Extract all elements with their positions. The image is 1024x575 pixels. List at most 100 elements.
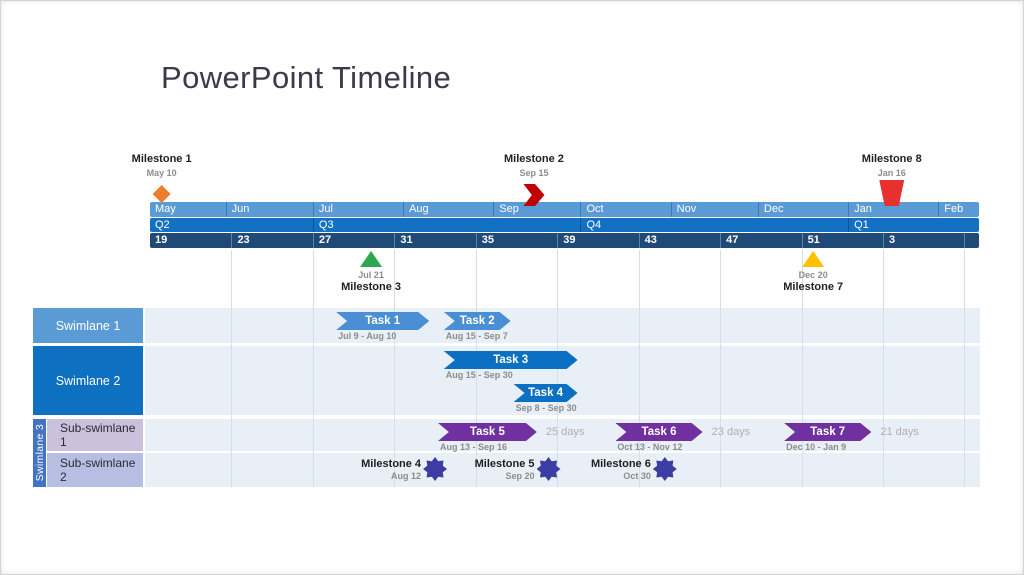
task-date-range: Oct 13 - Nov 12	[617, 442, 683, 452]
week-label: 3	[889, 234, 896, 246]
quarters-band[interactable]: Q2 Q3 Q4 Q1	[150, 218, 979, 232]
task-bar[interactable]: Task 1	[336, 312, 429, 330]
gridline	[720, 250, 722, 487]
week-label: 43	[644, 234, 657, 246]
week-cell: 27	[312, 233, 394, 248]
week-label: 31	[400, 234, 413, 246]
task-date-range: Aug 13 - Sep 16	[439, 442, 507, 452]
milestone-date: Sep 15	[519, 168, 549, 178]
task-bar[interactable]: Task 2	[444, 312, 511, 330]
month-cell: Dec	[757, 202, 848, 217]
task-date-range: Sep 8 - Sep 30	[515, 403, 577, 413]
milestone-date: Jan 16	[877, 168, 906, 178]
sub-swimlane-2-label-text: Sub-swimlane 2	[60, 456, 136, 484]
week-cell: 43	[638, 233, 720, 248]
gridline	[312, 250, 314, 487]
week-cell: 51	[801, 233, 883, 248]
week-cell: 31	[394, 233, 475, 248]
sub-swimlane-1-label[interactable]: Sub-swimlane 1	[47, 419, 143, 451]
month-label: Aug	[409, 203, 429, 215]
month-label: Jan	[854, 203, 872, 215]
slide-title: PowerPoint Timeline	[161, 60, 452, 95]
week-cell: 39	[557, 233, 638, 248]
month-cell: May	[150, 202, 226, 217]
week-cell	[964, 233, 979, 248]
week-label: 27	[318, 234, 332, 246]
task-bar[interactable]: Task 5	[438, 423, 537, 441]
task-bar[interactable]: Task 3	[444, 351, 578, 369]
quarter-label: Q4	[586, 219, 602, 231]
swimlane-3-label-text: Swimlane 3	[33, 424, 46, 482]
week-label: 39	[563, 234, 576, 246]
milestone-date: May 10	[146, 168, 177, 178]
swimlane-3-label[interactable]: Swimlane 3	[33, 419, 46, 487]
sub-swimlane-2-row	[145, 453, 980, 487]
month-label: Oct	[586, 203, 604, 215]
task-bar[interactable]: Task 7	[784, 423, 871, 441]
gridline	[964, 250, 966, 487]
task-duration: 25 days	[545, 426, 585, 438]
milestone-label: Milestone 5	[474, 458, 535, 470]
milestone-label: Milestone 3	[341, 281, 402, 293]
month-cell: Nov	[670, 202, 758, 217]
month-cell: Aug	[403, 202, 493, 217]
task-label: Task 3	[493, 354, 529, 366]
task-label: Task 5	[469, 426, 505, 438]
task-label: Task 7	[810, 426, 846, 438]
month-label: Nov	[676, 203, 697, 215]
month-label: Jul	[318, 203, 333, 215]
sub-swimlane-2-label[interactable]: Sub-swimlane 2	[47, 453, 143, 487]
sub-swimlane-1-label-text: Sub-swimlane 1	[60, 421, 136, 449]
quarter-label: Q2	[155, 219, 170, 231]
swimlane-1-row	[145, 308, 980, 343]
milestone-label: Milestone 4	[361, 458, 422, 470]
milestone-date: Oct 30	[623, 471, 651, 481]
month-label: Sep	[499, 203, 519, 215]
week-cell: 19	[150, 233, 231, 248]
week-cell: 23	[231, 233, 312, 248]
week-label: 51	[807, 234, 820, 246]
task-label: Task 6	[641, 426, 677, 438]
triangle-milestone-marker[interactable]	[802, 251, 825, 267]
milestone-date: Aug 12	[391, 471, 422, 481]
task-date-range: Aug 15 - Sep 30	[445, 370, 513, 380]
quarter-cell: Q2	[150, 218, 313, 232]
month-label: Jun	[231, 203, 250, 215]
task-date-range: Dec 10 - Jan 9	[786, 442, 847, 452]
month-cell: Oct	[580, 202, 670, 217]
month-cell: Jan	[848, 202, 938, 217]
milestone-label: Milestone 6	[590, 458, 651, 470]
month-label: Dec	[763, 203, 784, 215]
gridline	[231, 250, 233, 487]
task-date-range: Aug 15 - Sep 7	[445, 331, 508, 341]
task-bar[interactable]: Task 4	[514, 384, 578, 402]
quarter-cell: Q3	[312, 218, 581, 232]
milestone-date: Dec 20	[798, 270, 828, 280]
task-duration: 21 days	[880, 426, 919, 438]
star-milestone-marker[interactable]	[536, 457, 561, 481]
quarter-label: Q1	[854, 219, 869, 231]
diamond-milestone-marker[interactable]	[152, 185, 171, 203]
flag-milestone-marker[interactable]	[879, 180, 905, 206]
milestone-label: Milestone 1	[131, 153, 192, 165]
swimlane-2-label[interactable]: Swimlane 2	[33, 346, 143, 415]
gridline	[394, 250, 396, 487]
gridline	[801, 250, 803, 487]
swimlane-1-label[interactable]: Swimlane 1	[33, 308, 143, 343]
chevron-milestone-marker[interactable]	[523, 184, 545, 206]
milestone-label: Milestone 7	[783, 281, 844, 293]
task-label: Task 1	[365, 315, 401, 327]
task-date-range: Jul 9 - Aug 10	[338, 331, 397, 341]
quarter-cell: Q1	[848, 218, 979, 232]
triangle-milestone-marker[interactable]	[360, 251, 383, 267]
star-milestone-marker[interactable]	[652, 457, 677, 481]
week-label: 47	[726, 234, 739, 246]
quarter-cell: Q4	[580, 218, 848, 232]
task-bar[interactable]: Task 6	[615, 423, 702, 441]
gridline	[638, 250, 640, 487]
star-milestone-marker[interactable]	[423, 457, 448, 481]
